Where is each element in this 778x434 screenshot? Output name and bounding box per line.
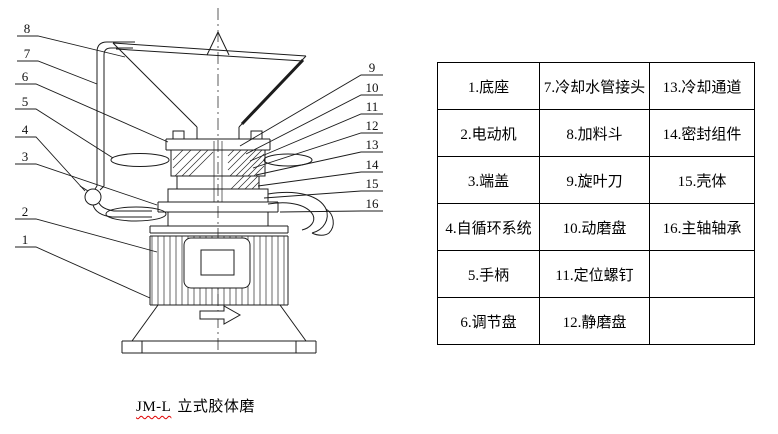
- callout-number-10: 10: [366, 80, 379, 95]
- parts-table-cell: 6.调节盘: [437, 297, 540, 345]
- table-row: 5.手柄 11.定位螺钉: [437, 250, 755, 298]
- parts-table-cell: 10.动磨盘: [539, 203, 650, 251]
- handle-upper-left: [110, 153, 170, 167]
- caption-model: JM-L: [136, 399, 172, 415]
- table-row: 4.自循环系统 10.动磨盘 16.主轴轴承: [437, 203, 755, 251]
- table-row: 1.底座 7.冷却水管接头 13.冷却通道: [437, 62, 755, 110]
- parts-table-cell: 14.密封组件: [649, 109, 755, 157]
- parts-table-cell: 7.冷却水管接头: [539, 62, 650, 110]
- parts-table-cell: 2.电动机: [437, 109, 540, 157]
- callout-number-4: 4: [22, 122, 29, 137]
- parts-table-cell: [649, 250, 755, 298]
- callout-number-13: 13: [366, 137, 379, 152]
- parts-table-cell: 3.端盖: [437, 156, 540, 204]
- table-row: 3.端盖 9.旋叶刀 15.壳体: [437, 156, 755, 204]
- mill-head: [105, 130, 334, 236]
- handle-upper-right: [263, 153, 313, 167]
- parts-table-cell: 4.自循环系统: [437, 203, 540, 251]
- callout-number-12: 12: [366, 118, 379, 133]
- circulation-pipe: [79, 41, 152, 218]
- caption-title: 立式胶体磨: [177, 399, 255, 415]
- callout-number-14: 14: [366, 157, 380, 172]
- rotation-arrow: [199, 305, 242, 325]
- callout-number-9: 9: [369, 60, 376, 75]
- colloid-mill-line-drawing: 8 7 6 5 4 3 2 1 9 10 11 12 13 14 15 16: [15, 8, 383, 354]
- callout-number-3: 3: [22, 149, 29, 164]
- handle-lower-left: [105, 206, 167, 222]
- motor: [149, 225, 289, 325]
- figure-caption: JM-L 立式胶体磨: [136, 395, 255, 416]
- callout-number-5: 5: [22, 94, 29, 109]
- table-row: 2.电动机 8.加料斗 14.密封组件: [437, 109, 755, 157]
- parts-table-cell: 5.手柄: [437, 250, 540, 298]
- discharge-spout: [267, 191, 334, 236]
- parts-table-cell: 15.壳体: [649, 156, 755, 204]
- callout-number-2: 2: [22, 204, 29, 219]
- hatching: [172, 149, 265, 177]
- callout-number-8: 8: [24, 21, 31, 36]
- parts-table: 1.底座 7.冷却水管接头 13.冷却通道 2.电动机 8.加料斗 14.密封组…: [437, 62, 755, 345]
- callout-number-16: 16: [366, 196, 380, 211]
- base: [121, 304, 317, 354]
- parts-table-cell: 12.静磨盘: [539, 297, 650, 345]
- callout-number-11: 11: [366, 99, 379, 114]
- callout-number-1: 1: [22, 232, 29, 247]
- parts-table-cell: 11.定位螺钉: [539, 250, 650, 298]
- table-row: 6.调节盘 12.静磨盘: [437, 297, 755, 345]
- callout-leader-lines: [15, 35, 383, 299]
- parts-table-cell: 9.旋叶刀: [539, 156, 650, 204]
- callout-number-6: 6: [22, 69, 29, 84]
- parts-table-cell: 1.底座: [437, 62, 540, 110]
- callout-number-15: 15: [366, 176, 379, 191]
- parts-table-cell: 16.主轴轴承: [649, 203, 755, 251]
- hopper: [112, 31, 307, 139]
- parts-table-cell: [649, 297, 755, 345]
- parts-table-cell: 13.冷却通道: [649, 62, 755, 110]
- parts-table-cell: 8.加料斗: [539, 109, 650, 157]
- callout-number-7: 7: [24, 46, 31, 61]
